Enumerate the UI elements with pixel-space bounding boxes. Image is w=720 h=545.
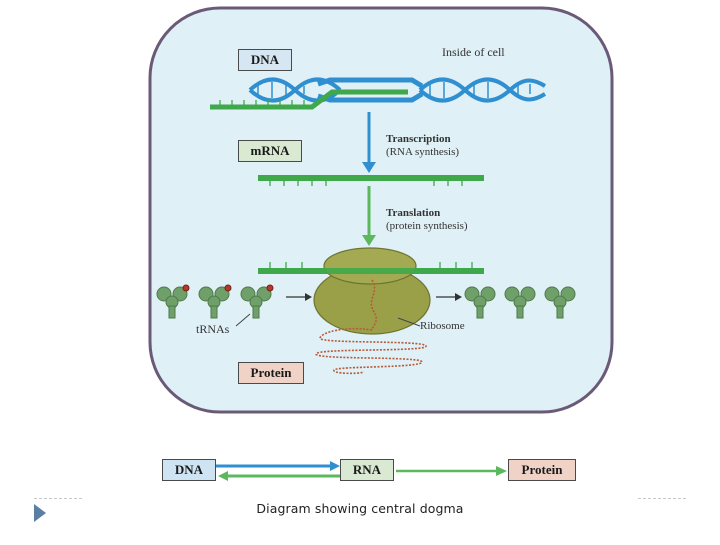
trna-out-arrow bbox=[436, 293, 462, 301]
summary-dna-to-rna-arrow bbox=[216, 461, 340, 471]
trnas-label: tRNAs bbox=[196, 322, 230, 336]
transcription-title: Transcription bbox=[386, 133, 451, 145]
trna-left-group bbox=[156, 284, 274, 319]
mrna-label: mRNA bbox=[238, 140, 302, 162]
mrna-strand bbox=[258, 175, 484, 186]
dna-label: DNA bbox=[238, 49, 292, 71]
trna-right-group bbox=[464, 286, 576, 319]
nav-triangle-icon bbox=[34, 504, 46, 522]
transcription-arrow bbox=[362, 112, 376, 173]
nascent-rna-strand bbox=[210, 89, 408, 110]
translation-subtitle: (protein synthesis) bbox=[386, 220, 468, 232]
footer-dash-left bbox=[34, 498, 82, 499]
footer-dash-right bbox=[638, 498, 686, 499]
translation-title: Translation bbox=[386, 207, 441, 219]
dna-helix bbox=[248, 77, 547, 103]
trna-in-arrow bbox=[286, 293, 312, 301]
ribosome-pointer bbox=[397, 317, 421, 327]
cell-label: Inside of cell bbox=[442, 45, 505, 59]
protein-label: Protein bbox=[238, 362, 304, 384]
protein-chain bbox=[315, 279, 427, 375]
ribosome-label: Ribosome bbox=[420, 320, 465, 332]
trna-pointer bbox=[235, 313, 251, 327]
summary-rna-to-dna-arrow bbox=[218, 471, 340, 481]
summary-protein-box: Protein bbox=[508, 459, 576, 481]
summary-rna-to-protein-arrow bbox=[396, 466, 507, 476]
diagram-caption: Diagram showing central dogma bbox=[256, 501, 464, 516]
ribosome bbox=[312, 247, 432, 335]
transcription-subtitle: (RNA synthesis) bbox=[386, 146, 460, 158]
cell-membrane bbox=[148, 6, 614, 414]
translation-arrow bbox=[362, 186, 376, 246]
summary-rna-box: RNA bbox=[340, 459, 394, 481]
summary-dna-box: DNA bbox=[162, 459, 216, 481]
